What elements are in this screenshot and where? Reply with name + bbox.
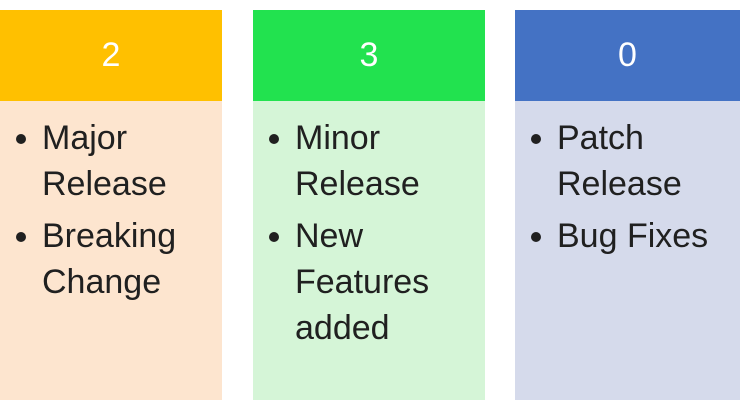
patch-version-header: 0 [515, 10, 740, 101]
bullet-item: Major Release [14, 115, 212, 207]
bullet-item: Minor Release [267, 115, 475, 207]
bullet-item: Patch Release [529, 115, 730, 207]
bullet-dot-icon [531, 232, 541, 242]
bullet-text: Minor Release [295, 119, 420, 203]
patch-version-bullets: Patch Release Bug Fixes [529, 115, 730, 259]
minor-version-bullets: Minor Release New Features added [267, 115, 475, 351]
minor-version-number: 3 [359, 36, 379, 74]
major-version-header: 2 [0, 10, 222, 101]
bullet-item: New Features added [267, 213, 475, 351]
minor-version-header: 3 [253, 10, 485, 101]
bullet-dot-icon [16, 134, 26, 144]
minor-version-column: 3 Minor Release New Features added [253, 10, 485, 400]
major-version-number: 2 [101, 36, 121, 74]
bullet-dot-icon [269, 134, 279, 144]
patch-version-body: Patch Release Bug Fixes [515, 101, 740, 400]
bullet-text: Bug Fixes [557, 217, 709, 255]
bullet-item: Bug Fixes [529, 213, 730, 259]
major-version-column: 2 Major Release Breaking Change [0, 10, 222, 400]
major-version-bullets: Major Release Breaking Change [14, 115, 212, 305]
bullet-dot-icon [269, 232, 279, 242]
bullet-text: Major Release [42, 119, 167, 203]
bullet-text: Patch Release [557, 119, 682, 203]
bullet-dot-icon [16, 232, 26, 242]
major-version-body: Major Release Breaking Change [0, 101, 222, 400]
minor-version-body: Minor Release New Features added [253, 101, 485, 400]
patch-version-column: 0 Patch Release Bug Fixes [515, 10, 740, 400]
bullet-dot-icon [531, 134, 541, 144]
patch-version-number: 0 [618, 36, 637, 74]
bullet-text: New Features added [295, 217, 430, 347]
bullet-text: Breaking Change [42, 217, 177, 301]
bullet-item: Breaking Change [14, 213, 212, 305]
